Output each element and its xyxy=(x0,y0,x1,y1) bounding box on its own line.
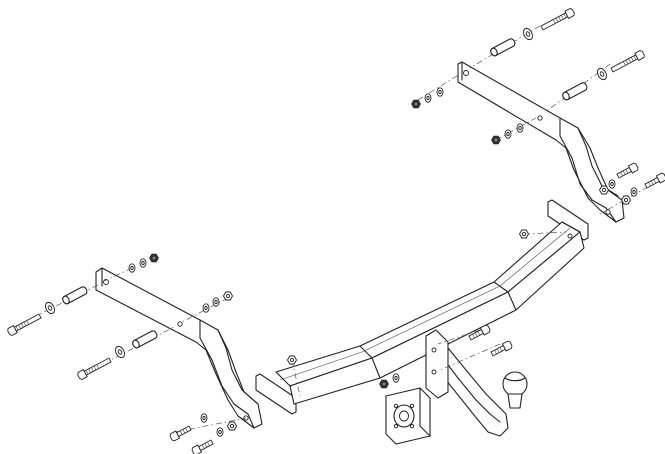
washer xyxy=(202,303,210,313)
washer xyxy=(504,129,512,139)
bolt xyxy=(539,7,576,32)
washer xyxy=(521,26,535,42)
bolt xyxy=(168,424,193,443)
washer xyxy=(139,258,147,268)
bolt xyxy=(6,312,43,337)
nut xyxy=(599,185,609,195)
spacer-sleeve xyxy=(130,329,159,350)
spacer-sleeve xyxy=(60,285,89,306)
washer xyxy=(608,179,616,189)
washer xyxy=(43,300,57,316)
nut xyxy=(379,379,389,389)
washer xyxy=(113,344,127,360)
washer xyxy=(128,263,136,273)
bolt xyxy=(190,438,215,454)
nut xyxy=(411,99,421,109)
washer xyxy=(424,93,432,103)
washer xyxy=(200,413,208,423)
bolt xyxy=(76,356,113,381)
nut xyxy=(227,421,237,431)
socket-plate xyxy=(385,387,431,445)
bolt xyxy=(615,161,640,180)
nut xyxy=(519,229,529,239)
washer xyxy=(436,87,444,97)
washer xyxy=(392,373,400,383)
tow-ball-neck xyxy=(425,329,528,437)
nut xyxy=(149,253,159,263)
spacer-sleeve xyxy=(560,81,589,102)
washer xyxy=(630,187,638,197)
bolt xyxy=(643,171,665,190)
tow-bar-crossbeam xyxy=(255,199,589,415)
nut xyxy=(491,135,501,145)
bolt xyxy=(609,49,646,74)
washer xyxy=(516,123,524,133)
nut xyxy=(287,355,297,365)
washer xyxy=(212,297,220,307)
nut xyxy=(223,291,233,301)
spacer-sleeve xyxy=(488,37,517,58)
washer xyxy=(216,427,224,437)
washer xyxy=(595,66,609,82)
bolt xyxy=(489,339,514,358)
right-mounting-bracket xyxy=(457,61,625,223)
left-mounting-bracket xyxy=(95,267,263,429)
nut xyxy=(621,195,631,205)
